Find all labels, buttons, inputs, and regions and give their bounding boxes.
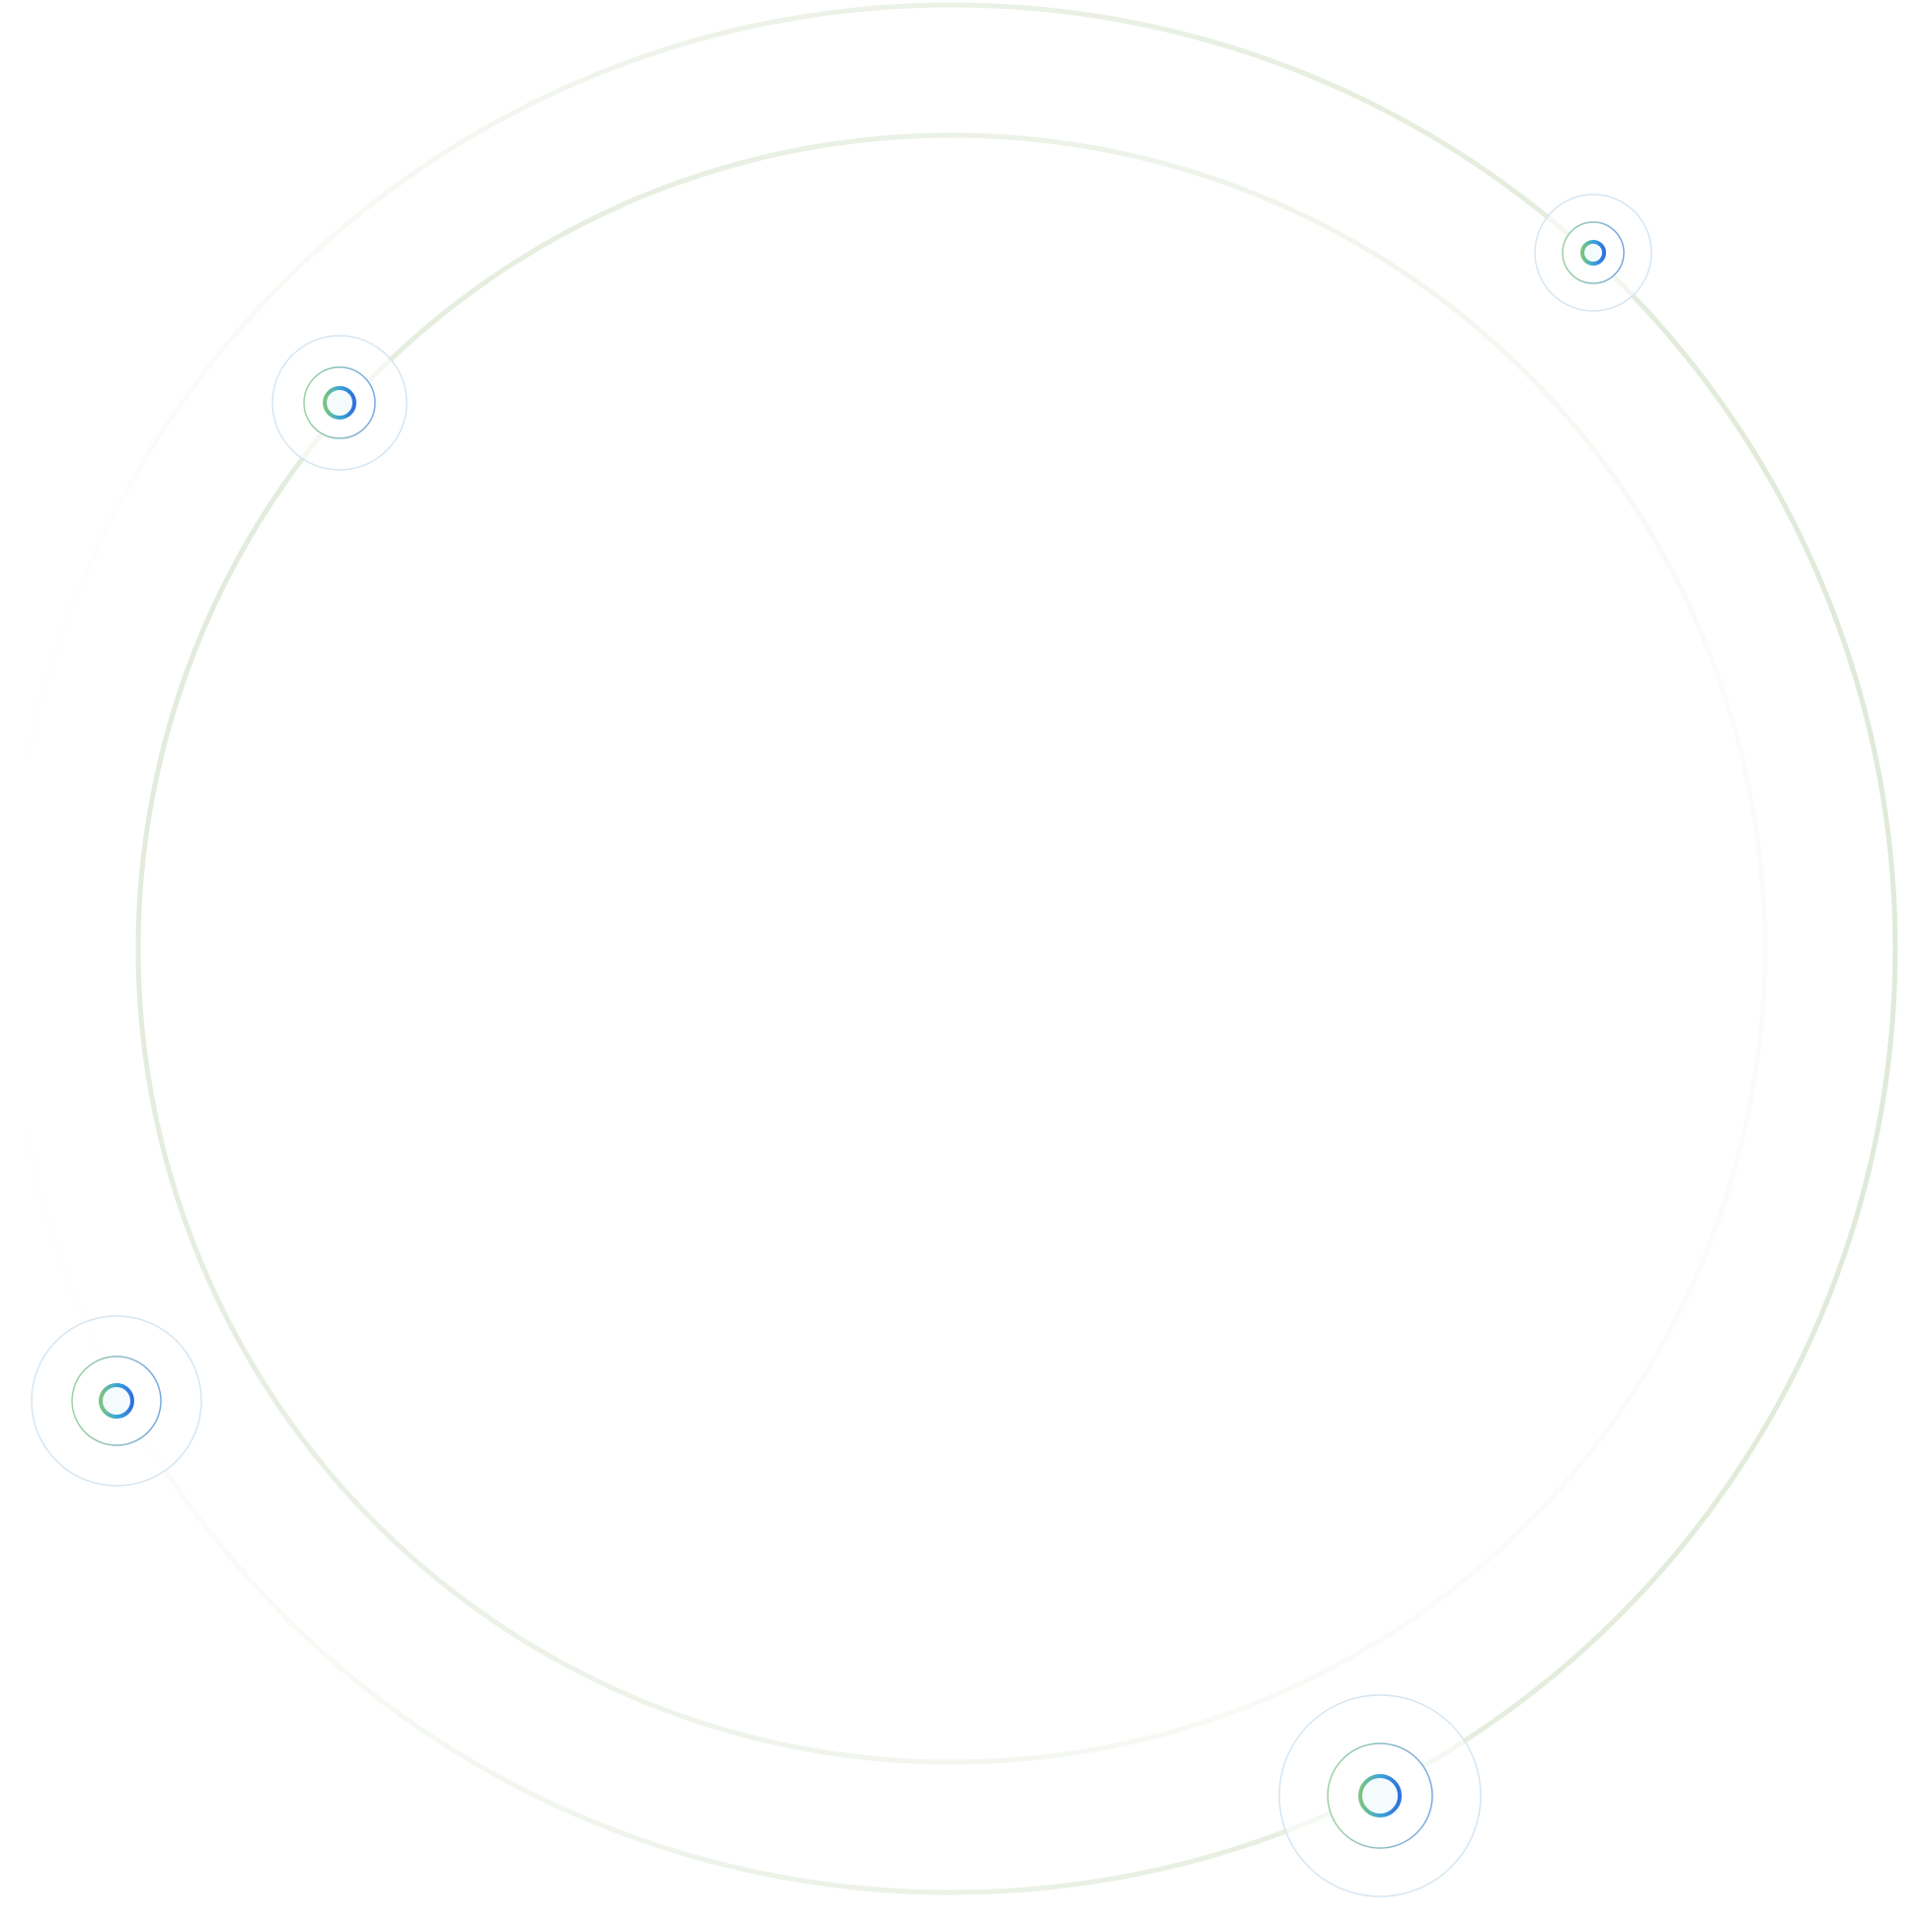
- node-center-ring: [323, 386, 356, 420]
- node-center-ring: [1580, 240, 1606, 266]
- orbit-node-top-right: [1534, 193, 1652, 312]
- outer-orbit-ring: [5, 2, 1898, 1895]
- orbit-node-upper-left: [271, 335, 408, 471]
- orbit-node-bottom-right: [1278, 1694, 1482, 1897]
- node-center-ring: [99, 1383, 134, 1419]
- node-center-ring: [1358, 1774, 1402, 1817]
- orbit-node-lower-left: [31, 1315, 202, 1487]
- inner-orbit-ring: [135, 132, 1768, 1765]
